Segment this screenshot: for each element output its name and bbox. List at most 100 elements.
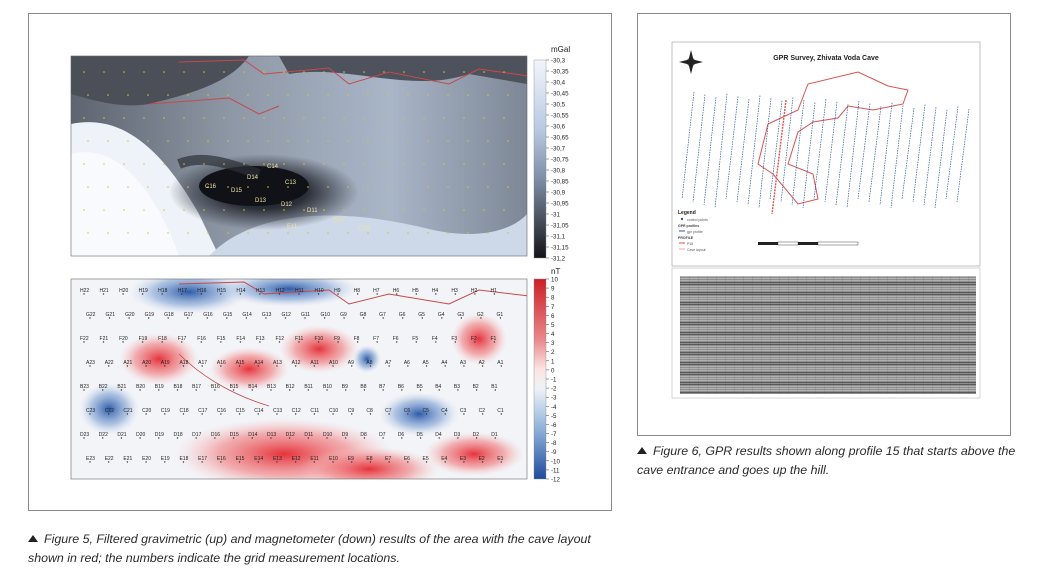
grid-point-marker xyxy=(161,341,163,343)
grid-point-marker xyxy=(467,140,469,142)
mag-colorbar-tick: 0 xyxy=(551,367,555,374)
profile-15-line xyxy=(771,99,787,215)
mag-grid-label: D16 xyxy=(211,432,220,438)
mag-grid-label: F17 xyxy=(178,336,187,342)
mag-grid-label: E21 xyxy=(123,456,132,462)
grid-point-marker xyxy=(421,317,423,319)
grav-colorbar-tick: -30,65 xyxy=(551,135,569,142)
grid-point-marker xyxy=(483,71,485,73)
mag-grid-label: E5 xyxy=(423,456,429,462)
gpr-radargram xyxy=(671,267,981,399)
grid-point-marker xyxy=(294,461,297,463)
grid-point-marker xyxy=(263,71,265,73)
grid-point-marker xyxy=(120,437,123,439)
grid-point-marker xyxy=(467,186,469,188)
grid-point-marker xyxy=(467,232,469,234)
grid-point-marker xyxy=(103,71,105,73)
gravimetric-colorbar xyxy=(533,59,547,259)
grid-point-marker xyxy=(89,413,91,415)
mag-grid-label: E18 xyxy=(179,456,188,462)
grid-point-marker xyxy=(419,437,422,439)
grid-point-marker xyxy=(164,413,166,415)
grid-point-marker xyxy=(427,232,429,234)
mag-grid-label: G9 xyxy=(340,312,347,318)
gpr-profile-line xyxy=(791,99,805,206)
grid-point-marker xyxy=(263,209,265,211)
grid-point-marker xyxy=(158,389,160,391)
grid-point-marker xyxy=(176,437,179,439)
grid-point-marker xyxy=(83,293,85,295)
grid-point-marker xyxy=(126,461,129,463)
grid-point-marker xyxy=(317,341,320,343)
mag-grid-label: A11 xyxy=(310,360,319,366)
gpr-profile-line xyxy=(813,99,827,200)
grid-point-marker xyxy=(307,140,309,142)
mag-grid-label: B22 xyxy=(99,384,108,390)
grid-point-marker xyxy=(183,209,185,211)
grid-point-marker xyxy=(203,71,205,73)
mag-grid-label: G2 xyxy=(477,312,484,318)
grid-point-marker xyxy=(207,232,209,234)
gpr-profile-line xyxy=(780,97,794,203)
grid-point-marker xyxy=(415,341,417,343)
mag-grid-label: G10 xyxy=(321,312,331,318)
mag-grid-label: C10 xyxy=(329,408,338,414)
grid-point-marker xyxy=(425,413,428,415)
grid-point-marker xyxy=(201,413,203,415)
mag-grid-label: D10 xyxy=(323,432,332,438)
grid-point-marker xyxy=(494,389,497,391)
grid-point-marker xyxy=(143,163,145,165)
mag-grid-label: H15 xyxy=(217,288,226,294)
grid-point-marker xyxy=(347,232,349,234)
mag-grid-label: D6 xyxy=(398,432,405,438)
grid-point-marker xyxy=(487,186,489,188)
grid-point-marker xyxy=(83,117,85,119)
grid-point-marker xyxy=(403,117,405,119)
grid-point-marker xyxy=(287,186,289,188)
grid-point-marker xyxy=(267,186,269,188)
grid-point-marker xyxy=(147,317,150,319)
grav-grid-label: C16 xyxy=(205,184,217,190)
grid-point-marker xyxy=(369,461,372,463)
mag-grid-label: C19 xyxy=(161,408,170,414)
mag-grid-label: G14 xyxy=(242,312,252,318)
grid-point-marker xyxy=(447,232,449,234)
grid-point-marker xyxy=(158,437,160,439)
grav-colorbar-tick: -31,05 xyxy=(551,223,569,230)
grid-point-marker xyxy=(201,461,203,463)
grid-point-marker xyxy=(147,232,149,234)
grid-point-marker xyxy=(257,413,259,415)
grid-point-marker xyxy=(474,293,476,295)
grid-point-marker xyxy=(323,117,325,119)
grid-point-marker xyxy=(167,232,169,234)
grid-point-marker xyxy=(503,163,505,165)
figure-6-panel: GPR Survey, Zhivata Voda Cave Legend con… xyxy=(637,13,1011,436)
grid-point-marker xyxy=(288,437,291,439)
grid-point-marker xyxy=(120,389,123,391)
grid-point-marker xyxy=(362,317,365,319)
grid-point-marker xyxy=(363,389,366,391)
grid-point-marker xyxy=(182,365,185,367)
mag-grid-label: B6 xyxy=(398,384,404,390)
grid-point-marker xyxy=(127,94,129,96)
grid-point-marker xyxy=(103,117,105,119)
grid-point-marker xyxy=(383,71,385,73)
legend-title: Legend xyxy=(678,210,696,216)
grid-point-marker xyxy=(423,117,425,119)
grid-point-marker xyxy=(327,186,329,188)
grid-point-marker xyxy=(83,389,85,391)
grid-point-marker xyxy=(83,163,85,165)
mag-grid-label: A15 xyxy=(236,360,245,366)
mag-grid-label: C17 xyxy=(198,408,207,414)
mag-grid-label: G3 xyxy=(457,312,464,318)
grid-point-marker xyxy=(101,437,104,439)
grav-grid-label: D11 xyxy=(307,208,318,214)
grid-point-marker xyxy=(467,94,469,96)
magnetometer-colorbar xyxy=(533,278,547,480)
grid-point-marker xyxy=(423,163,425,165)
grid-point-marker xyxy=(263,117,265,119)
grid-point-marker xyxy=(503,71,505,73)
grid-point-marker xyxy=(181,341,183,343)
